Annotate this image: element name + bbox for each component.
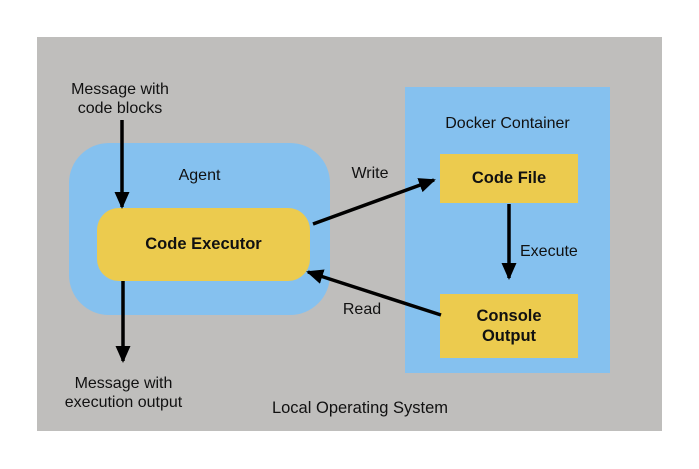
read-edge-label: Read: [342, 301, 382, 318]
output-message-line2: execution output: [64, 394, 183, 411]
input-message-line1: Message with: [71, 81, 169, 98]
agent-label: Agent: [178, 167, 221, 184]
code-executor-label: Code Executor: [145, 235, 262, 253]
input-message-label: Message with code blocks: [55, 80, 185, 118]
output-message-line1: Message with: [74, 375, 173, 392]
execute-edge-label: Execute: [520, 243, 578, 260]
code-file-label: Code File: [471, 169, 547, 187]
code-file-node: Code File: [440, 154, 578, 203]
local-os-label: Local Operating System: [271, 399, 449, 417]
code-executor-node: Code Executor: [97, 208, 310, 281]
console-output-label: Console Output: [476, 307, 542, 345]
output-message-label: Message with execution output: [52, 374, 195, 412]
input-message-line2: code blocks: [77, 100, 163, 117]
write-edge-label: Write: [351, 165, 389, 182]
docker-container-label: Docker Container: [445, 115, 570, 132]
console-output-node: Console Output: [440, 294, 578, 358]
